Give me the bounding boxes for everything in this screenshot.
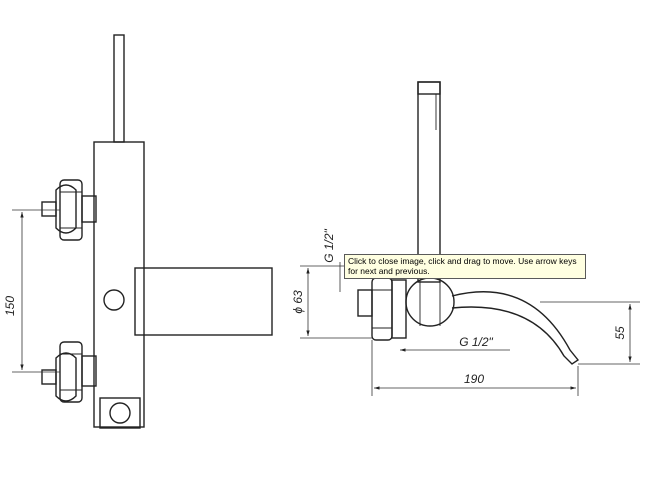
mixer-body: [93, 141, 145, 428]
side-connector: [357, 289, 373, 317]
side-view: ϕ 63 G 1/2" G 1/2" 55 190: [291, 81, 640, 396]
handle-rod: [113, 34, 125, 143]
dim-55-label: 55: [613, 326, 627, 340]
diverter-knob: [103, 289, 125, 311]
mixer-cylinder: [405, 277, 455, 327]
spout-block: [134, 267, 273, 336]
viewer-tooltip[interactable]: Click to close image, click and drag to …: [344, 254, 586, 279]
curved-spout: [451, 291, 580, 365]
hose-connector: [99, 397, 141, 429]
dim-190-label: 190: [464, 372, 484, 386]
front-view: 150: [3, 34, 273, 429]
dim-thread-top-label: G 1/2": [322, 228, 336, 262]
dim-thread-bottom-label: G 1/2": [459, 335, 493, 349]
top-eccentric-fitting: [41, 179, 97, 241]
dim-150-label: 150: [3, 296, 17, 316]
hand-shower: [417, 81, 441, 283]
dim-diameter-label: ϕ 63: [291, 290, 305, 314]
